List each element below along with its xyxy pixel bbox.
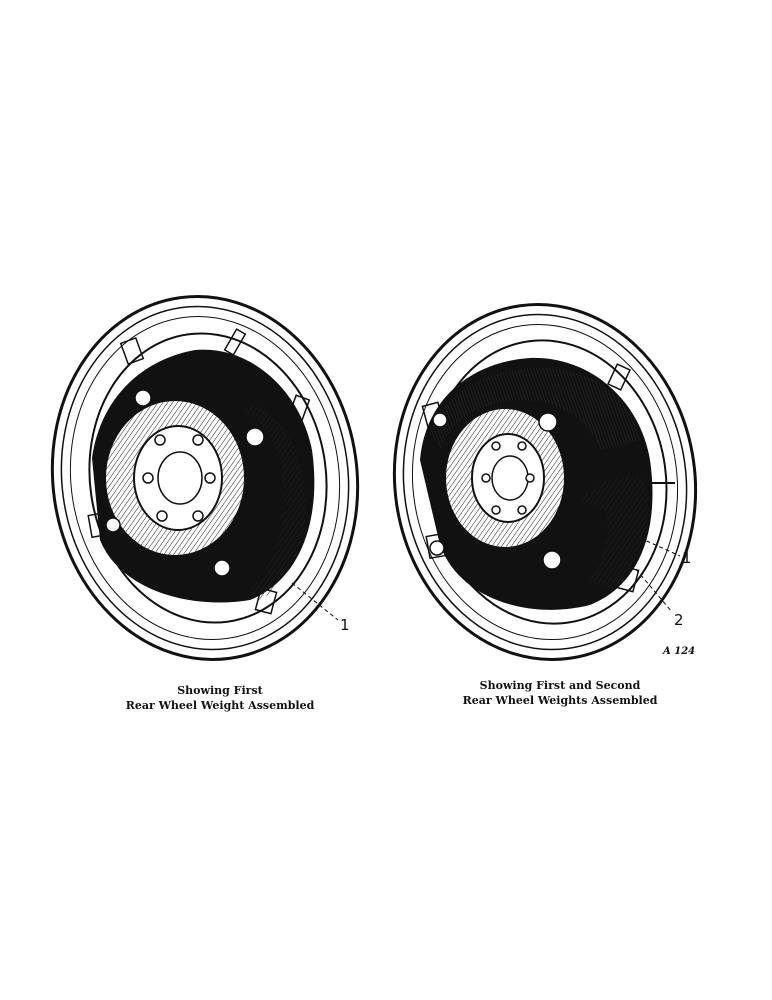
callout-left-1: 1 [340,616,350,634]
callout-right-1: 1 [682,549,692,567]
caption-left-line2: Rear Wheel Weight Assembled [125,699,315,712]
caption-left: Showing First Rear Wheel Weight Assemble… [110,683,330,713]
caption-left-line1: Showing First [177,684,263,697]
callout-right-2: 2 [674,611,684,629]
figure-code: A 124 [662,646,695,657]
right-wheel-drawing: 1 2 [392,303,698,661]
caption-right-line1: Showing First and Second [479,679,641,692]
caption-right-line2: Rear Wheel Weights Assembled [462,694,658,707]
left-wheel-drawing: 1 [50,295,360,661]
caption-right: Showing First and Second Rear Wheel Weig… [440,678,680,708]
